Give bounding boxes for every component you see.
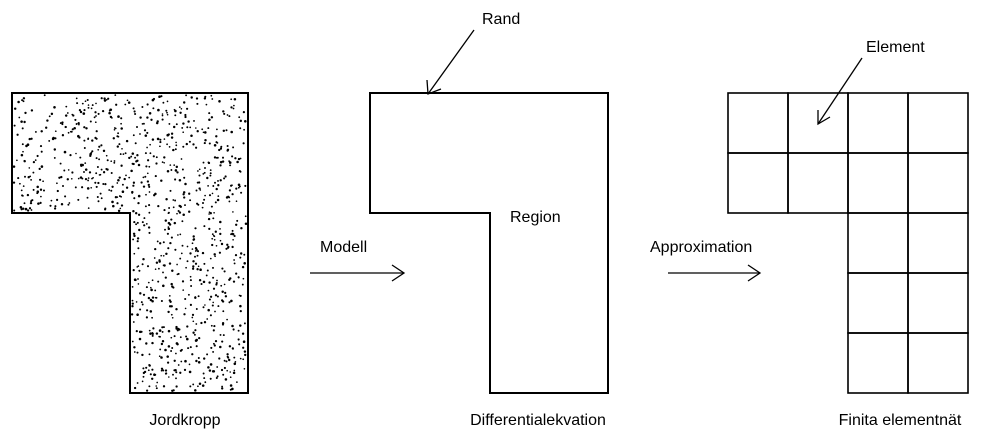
modell-step-label: Modell <box>320 239 367 256</box>
modell-arrow-head <box>391 264 406 282</box>
modell-step: Modell <box>310 239 406 282</box>
soil-body-outline <box>11 92 249 394</box>
mesh-panel: Element Finita elementnät <box>727 39 969 429</box>
mesh-element <box>847 272 909 334</box>
soil-body-label: Jordkropp <box>149 412 220 429</box>
mesh-element <box>847 152 909 214</box>
mesh-element <box>907 272 969 334</box>
mesh-element <box>907 92 969 154</box>
mesh-element <box>847 332 909 394</box>
mesh-element <box>727 152 789 214</box>
approximation-step-label: Approximation <box>650 239 752 256</box>
region-label: Region <box>510 209 561 226</box>
mesh-element <box>727 92 789 154</box>
boundary-pointer-head <box>426 79 442 95</box>
region-outline <box>369 92 609 394</box>
mesh-element <box>847 212 909 274</box>
mesh-element <box>787 152 849 214</box>
mesh-element <box>907 332 969 394</box>
element-label: Element <box>866 39 925 56</box>
mesh-element <box>847 92 909 154</box>
mesh-element <box>907 152 969 214</box>
approximation-arrow-head <box>747 264 762 282</box>
element-pointer-head <box>817 110 831 126</box>
differential-equation-label: Differentialekvation <box>470 412 606 429</box>
region-panel: Region Rand Differentialekvation <box>369 11 609 429</box>
boundary-pointer-line <box>427 29 475 95</box>
finite-element-mesh <box>727 92 969 394</box>
soil-stipple <box>12 94 248 393</box>
element-pointer-line <box>817 57 863 125</box>
approximation-step: Approximation <box>650 239 762 282</box>
soil-body-panel: Jordkropp <box>11 92 249 429</box>
mesh-element <box>907 212 969 274</box>
boundary-label: Rand <box>482 11 520 28</box>
mesh-label: Finita elementnät <box>839 412 962 429</box>
